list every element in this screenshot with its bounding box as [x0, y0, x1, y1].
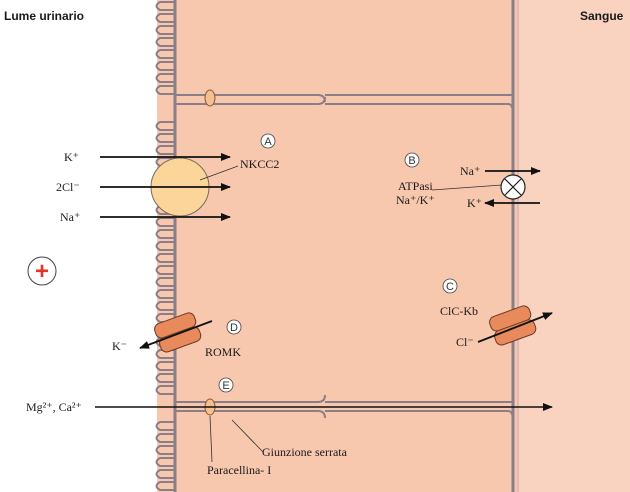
nkcc2-leader [199, 165, 239, 181]
lateral-space-top [175, 94, 513, 109]
blood-header: Sangue [580, 9, 624, 23]
blood-region [516, 0, 630, 492]
microvillus [155, 145, 175, 155]
microvillus [155, 421, 175, 431]
label-cl-minus: Cl⁻ [456, 335, 474, 349]
microvillus [155, 385, 175, 395]
clckb-channel-b [494, 319, 537, 346]
marker-d-circle [226, 319, 242, 335]
microvillus [155, 289, 175, 299]
lumen-header: Lume urinario [4, 9, 84, 23]
arrow-k-romk [139, 320, 213, 349]
microvillus [155, 133, 175, 143]
romk-channel-b [159, 326, 202, 353]
microvillus [155, 445, 175, 455]
giunzione-leader [231, 419, 264, 453]
label-paracellina: Paracellina- I [207, 463, 271, 477]
marker-c-circle [442, 278, 458, 294]
label-atpasi: ATPasi [398, 179, 433, 193]
paracellina-leader [209, 415, 213, 463]
marker-e: E [222, 380, 229, 392]
microvillus [155, 265, 175, 275]
label-pump-na: Na⁺ [460, 164, 480, 178]
microvillus [155, 433, 175, 443]
label-k-plus: K⁺ [64, 150, 79, 164]
microvillus [155, 349, 175, 359]
atpase-x-2 [504, 178, 522, 196]
microvillus [155, 49, 175, 59]
microvillus [155, 1, 175, 11]
microvillus [155, 277, 175, 287]
label-romk: ROMK [205, 345, 241, 359]
marker-a: A [264, 136, 272, 148]
microvillus [155, 217, 175, 227]
microvillus [155, 481, 175, 491]
tight-junction-top [204, 89, 216, 107]
plus-icon: + [35, 258, 49, 285]
microvillus [155, 253, 175, 263]
marker-d: D [230, 322, 238, 334]
label-2cl: 2Cl⁻ [56, 180, 80, 194]
label-mg-ca: Mg²⁺, Ca²⁺ [26, 400, 82, 414]
label-giunzione: Giunzione serrata [262, 445, 348, 459]
label-romk-k: K⁻ [112, 339, 127, 353]
cell-cytoplasm [157, 0, 517, 492]
microvillus [155, 301, 175, 311]
microvillus [155, 361, 175, 371]
marker-c: C [446, 281, 454, 293]
marker-b: B [408, 155, 415, 167]
microvillus [155, 37, 175, 47]
marker-e-circle [218, 377, 234, 393]
microvillus [155, 85, 175, 95]
microvillus [155, 25, 175, 35]
microvillus [155, 73, 175, 83]
label-nkcc2: NKCC2 [240, 157, 279, 171]
positive-potential-circle [27, 256, 57, 286]
atpase-leader [431, 184, 503, 191]
marker-a-circle [260, 133, 276, 149]
microvillus [155, 457, 175, 467]
label-atpasi-ions: Na⁺/K⁺ [396, 193, 435, 207]
marker-b-circle [404, 152, 420, 168]
microvillus [155, 229, 175, 239]
label-clckb: ClC-Kb [440, 304, 478, 318]
microvillus [155, 373, 175, 383]
label-pump-k: K⁺ [467, 196, 482, 210]
microvillus [155, 469, 175, 479]
microvillus [155, 13, 175, 23]
lateral-space-bottom [175, 394, 513, 419]
label-na-plus: Na⁺ [60, 210, 80, 224]
microvillus [155, 121, 175, 131]
microvillus [155, 241, 175, 251]
arrow-cl-clckb [477, 312, 553, 343]
microvillus [155, 61, 175, 71]
